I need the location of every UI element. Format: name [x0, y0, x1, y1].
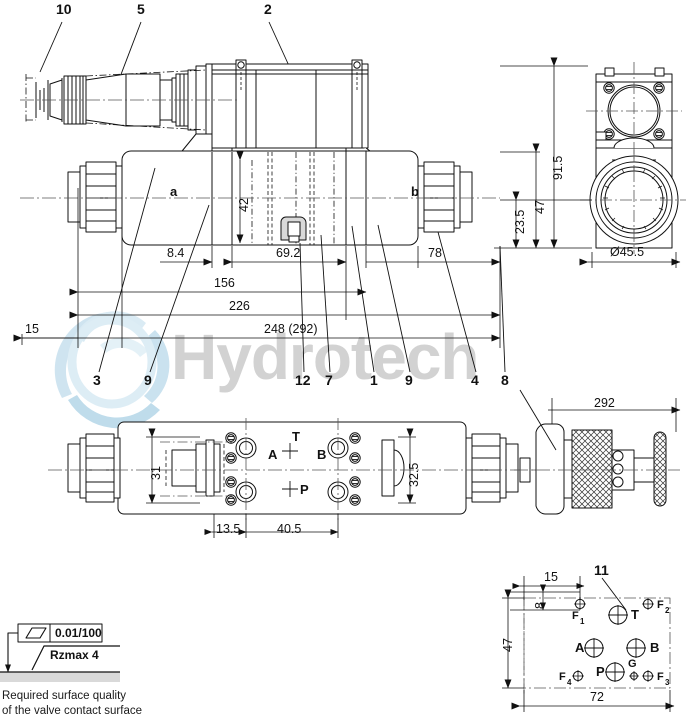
plate-port-F2: F — [657, 599, 664, 611]
surface-note-line1: Required surface quality — [2, 690, 127, 702]
callout-12: 12 — [295, 372, 311, 388]
dim-31: 31 — [149, 466, 163, 480]
plate-port-F1: F — [572, 610, 579, 622]
callout-9-left: 9 — [144, 372, 152, 388]
dim-15: 15 — [25, 322, 39, 336]
dim-156: 156 — [214, 276, 235, 290]
dim-23-5: 23.5 — [513, 209, 527, 234]
port-label-B: B — [317, 447, 327, 462]
leader-port-plate — [601, 577, 627, 611]
callout-1: 1 — [370, 372, 378, 388]
dim-8-4: 8.4 — [167, 246, 185, 260]
callout-8: 8 — [501, 372, 509, 388]
bottom-view — [48, 418, 536, 520]
callout-2: 2 — [264, 1, 272, 17]
plate-port-B: B — [650, 640, 660, 655]
callout-4: 4 — [471, 372, 479, 388]
plate-port-T: T — [631, 607, 639, 622]
surface-note-line2: of the valve contact surface — [2, 705, 142, 717]
dim-78: 78 — [428, 246, 442, 260]
small-port-group — [572, 598, 654, 682]
port-label-A: A — [268, 447, 278, 462]
plate-port-F4-sub: 4 — [567, 678, 572, 687]
solenoid-coil-a — [67, 161, 123, 233]
plate-port-F2-sub: 2 — [665, 606, 670, 615]
hydrotech-swoosh-icon — [54, 311, 170, 429]
leader-lines-bottom — [98, 167, 506, 373]
port-label-P: P — [300, 482, 309, 497]
plate-port-G: G — [628, 658, 637, 670]
dim-292: 292 — [594, 396, 615, 410]
dim-47: 47 — [533, 200, 547, 214]
flatness-value: 0.01/100 — [55, 626, 102, 640]
dim-91-5: 91.5 — [551, 155, 565, 180]
solenoid-coil-b — [417, 161, 473, 233]
dim-69-2: 69.2 — [276, 246, 301, 260]
dim-32-5: 32.5 — [407, 462, 421, 487]
end-view — [580, 62, 686, 254]
handle-view — [514, 423, 680, 515]
plate-port-P: P — [596, 664, 605, 679]
dimension-lines-bottom — [146, 428, 416, 538]
callout-9-right: 9 — [405, 372, 413, 388]
roughness-value: Rzmax 4 — [50, 648, 99, 662]
callout-10: 10 — [56, 1, 72, 17]
valve-top-body — [211, 59, 369, 149]
dimension-lines-handle — [548, 398, 681, 432]
callout-5: 5 — [137, 1, 145, 17]
dim-226: 226 — [229, 299, 250, 313]
solenoid-a-label: a — [170, 184, 178, 199]
dim-40-5: 40.5 — [277, 522, 302, 536]
callout-7: 7 — [325, 372, 333, 388]
leader-handle — [519, 389, 557, 451]
port-plate-view — [523, 596, 671, 694]
dim-plate-47: 47 — [501, 638, 515, 652]
dim-42: 42 — [237, 198, 251, 212]
surface-spec-symbol — [0, 623, 120, 682]
plate-port-F3: F — [657, 671, 664, 683]
dimension-lines-end — [494, 57, 681, 268]
dimension-lines-main — [13, 151, 501, 348]
port-label-T: T — [292, 429, 300, 444]
plate-port-F1-sub: 1 — [580, 617, 585, 626]
callout-3: 3 — [93, 372, 101, 388]
plate-port-F4: F — [559, 671, 566, 683]
dim-plate-72: 72 — [590, 690, 604, 704]
dim-248-292: 248 (292) — [264, 322, 318, 336]
callout-11: 11 — [594, 562, 609, 578]
solenoid-b-label: b — [411, 184, 419, 199]
plate-port-F3-sub: 3 — [665, 678, 670, 687]
dim-dia-45-5: Ø45.5 — [610, 245, 645, 259]
plate-port-A: A — [575, 640, 585, 655]
dim-13-5: 13.5 — [216, 522, 241, 536]
dimension-lines-port-plate — [502, 576, 675, 712]
dim-plate-8: 8 — [533, 602, 547, 609]
dim-plate-15: 15 — [544, 570, 558, 584]
